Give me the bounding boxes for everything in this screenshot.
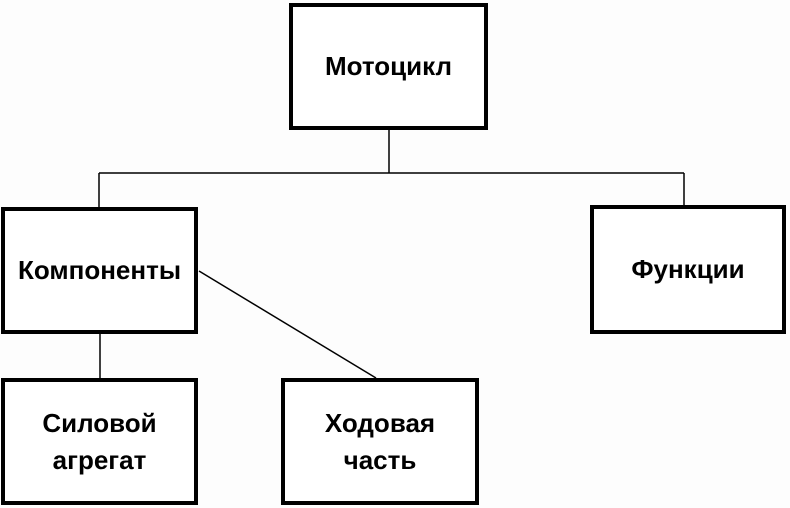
node-components: Компоненты [1,207,198,334]
node-functions: Функции [590,205,786,334]
node-functions-label: Функции [631,254,745,284]
node-chassis: Ходовая часть [281,378,479,505]
node-power-unit-label: Силовой агрегат [42,407,157,475]
node-chassis-label: Ходовая часть [324,407,436,475]
edge-components-to-chassis [198,270,377,379]
node-motorcycle-label: Мотоцикл [325,51,452,81]
node-motorcycle: Мотоцикл [289,3,488,130]
node-components-label: Компоненты [17,255,182,285]
node-power-unit: Силовой агрегат [1,378,198,505]
